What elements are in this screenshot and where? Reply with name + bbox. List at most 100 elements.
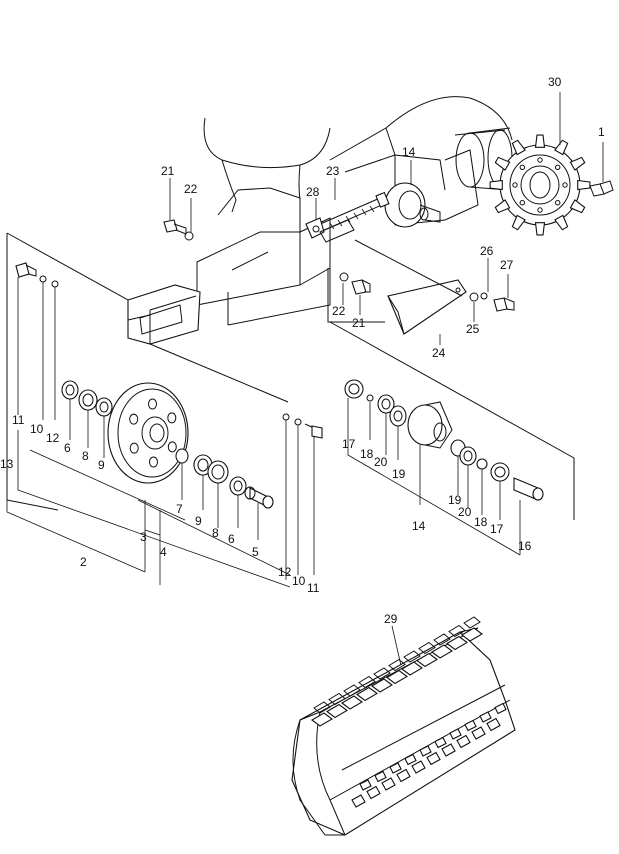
sprocket-tooth <box>494 199 511 214</box>
callout-20-right: 20 <box>458 505 472 519</box>
track-pad <box>396 768 411 783</box>
bracket-left <box>327 268 385 323</box>
callout-10-left: 10 <box>30 422 44 436</box>
track-pad <box>381 777 396 791</box>
callout-8-left: 8 <box>82 449 89 463</box>
track-lug-upper <box>403 650 421 663</box>
callout-12-left: 12 <box>46 431 60 445</box>
callout-26: 26 <box>480 244 494 258</box>
track-pad-inner <box>419 745 432 757</box>
callout-17-right: 17 <box>490 522 504 536</box>
callout-9-left: 9 <box>98 458 105 472</box>
track-lug <box>446 635 468 651</box>
track-lug-upper <box>388 658 406 672</box>
bolt-21-right <box>339 272 371 295</box>
callout-23: 23 <box>326 164 340 178</box>
callout-28: 28 <box>306 185 320 199</box>
sprocket-hole <box>512 182 518 188</box>
track-lug <box>431 644 453 659</box>
track-pad <box>471 726 486 740</box>
idler-left-hardware <box>15 262 59 288</box>
machine-body <box>196 96 513 326</box>
track-lug <box>371 678 393 693</box>
cover-plate <box>387 279 467 335</box>
track-pad <box>441 743 456 757</box>
track-pad <box>456 734 471 749</box>
hub-upper <box>384 182 441 228</box>
callout-10-right: 10 <box>292 574 306 588</box>
sprocket-tooth <box>534 222 546 236</box>
roller-right <box>344 379 544 501</box>
callout-22-right: 22 <box>332 304 346 318</box>
callout-labels: 30 1 14 21 22 23 28 26 27 22 21 25 24 13… <box>0 75 605 626</box>
wheel-holes <box>129 398 177 468</box>
sprocket-tooth <box>577 179 591 191</box>
track-lug-upper <box>433 633 451 646</box>
track-pad <box>411 760 426 774</box>
callout-6-left: 6 <box>64 441 71 455</box>
wheel-hole <box>148 398 157 410</box>
track-lug <box>311 712 333 727</box>
callout-24: 24 <box>432 346 446 360</box>
shim-plate <box>319 219 355 243</box>
wheel-hole <box>129 442 139 454</box>
callout-6-right: 6 <box>228 532 235 546</box>
track-lug-upper <box>328 692 346 706</box>
callout-3: 3 <box>140 530 147 544</box>
sprocket-teeth <box>489 134 591 236</box>
callout-21-left: 21 <box>161 164 175 178</box>
sprocket-bolt-holes <box>512 157 568 213</box>
callout-22-left: 22 <box>184 182 198 196</box>
sprocket-tooth <box>569 199 586 214</box>
sprocket-hole <box>537 157 543 163</box>
wheel-hole <box>129 413 139 425</box>
track-lug-upper <box>418 641 436 655</box>
sprocket-tooth <box>569 156 586 171</box>
track-pad <box>426 751 441 766</box>
sprocket-tooth <box>494 156 511 171</box>
callout-16: 16 <box>518 539 532 553</box>
track-lug <box>386 669 408 685</box>
track-pad <box>486 717 501 732</box>
callout-9-right: 9 <box>195 514 202 528</box>
rubber-track <box>291 616 516 836</box>
callout-19-left: 19 <box>392 467 406 481</box>
callout-18-right: 18 <box>474 515 488 529</box>
callout-8-right: 8 <box>212 526 219 540</box>
callout-19-right: 19 <box>448 493 462 507</box>
track-pad-inner <box>494 702 507 715</box>
track-lug-upper <box>448 624 466 638</box>
bolt-21-left <box>163 219 194 241</box>
adjust-bolt <box>305 191 390 239</box>
track-lug <box>461 627 483 642</box>
callout-29: 29 <box>384 612 398 626</box>
idler-bolt-11 <box>282 413 323 439</box>
sprocket <box>489 134 591 236</box>
track-lug <box>416 652 438 668</box>
callout-12-right: 12 <box>278 565 292 579</box>
track-pad-inner <box>449 728 462 740</box>
track-pads <box>351 702 507 808</box>
sprocket-tooth <box>511 139 526 156</box>
sprocket-hole <box>562 182 568 188</box>
callout-18-left: 18 <box>360 447 374 461</box>
track-lug-upper <box>358 675 376 689</box>
track-lug <box>341 695 363 710</box>
callout-14-lower: 14 <box>412 519 426 533</box>
callout-30: 30 <box>548 75 562 89</box>
callout-4: 4 <box>160 545 167 559</box>
callout-17-left: 17 <box>342 437 356 451</box>
callout-14-upper: 14 <box>402 145 416 159</box>
track-pad <box>366 785 381 800</box>
callout-5: 5 <box>252 545 259 559</box>
callout-7: 7 <box>176 502 183 516</box>
track-lug <box>356 686 378 702</box>
wheel-hole <box>167 441 177 453</box>
track-lug-upper <box>343 684 361 697</box>
bolt-1 <box>589 180 614 197</box>
callout-1: 1 <box>598 125 605 139</box>
leader-bracket <box>354 239 463 297</box>
sprocket-hole <box>537 207 543 213</box>
